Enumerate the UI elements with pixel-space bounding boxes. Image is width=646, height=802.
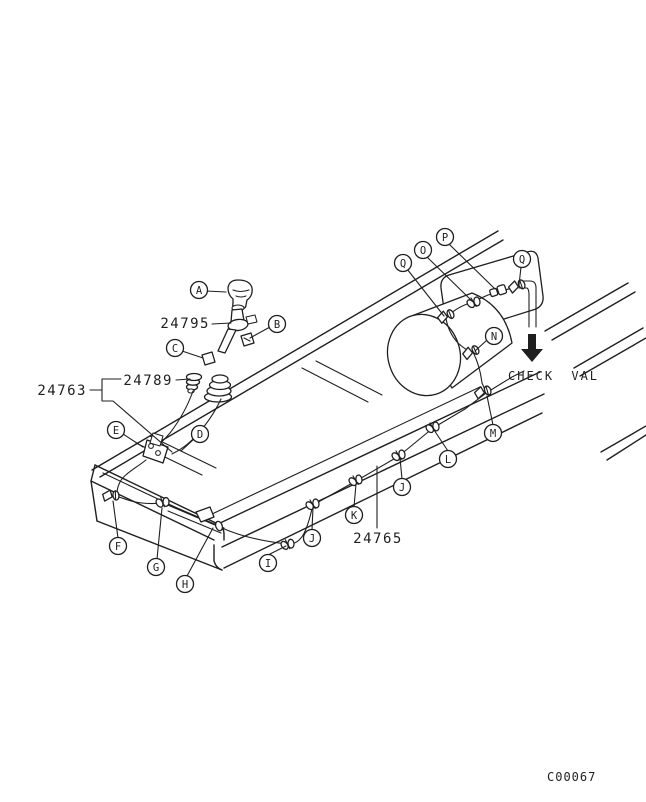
svg-text:A: A bbox=[196, 285, 203, 297]
tank-front-face bbox=[386, 313, 462, 397]
figure-code: C00067 bbox=[547, 770, 596, 784]
svg-text:E: E bbox=[113, 425, 119, 437]
label-24763: 24763 bbox=[37, 383, 87, 399]
shift-lever-assembly bbox=[185, 279, 258, 403]
clip-f bbox=[101, 488, 121, 503]
svg-text:H: H bbox=[182, 579, 188, 591]
clamp-c bbox=[201, 351, 216, 366]
callout-B: B bbox=[267, 314, 287, 334]
check-valve-arrow bbox=[521, 334, 543, 362]
clip-j2 bbox=[389, 446, 409, 465]
grommet-24789 bbox=[185, 372, 203, 394]
check-valve-pipe bbox=[518, 280, 537, 328]
svg-text:J: J bbox=[309, 533, 315, 545]
pipe-clips bbox=[101, 276, 527, 553]
svg-text:M: M bbox=[490, 428, 496, 440]
svg-text:P: P bbox=[442, 232, 448, 244]
callout-M: M bbox=[483, 423, 503, 443]
svg-text:O: O bbox=[420, 245, 426, 257]
callout-P: P bbox=[435, 227, 455, 247]
svg-text:G: G bbox=[153, 562, 159, 574]
check-valve-label: CHECK VAL bbox=[508, 369, 599, 383]
callout-Q1: Q bbox=[393, 253, 413, 273]
callout-leaders bbox=[112, 243, 522, 577]
svg-text:F: F bbox=[115, 541, 121, 553]
label-24795: 24795 bbox=[160, 316, 210, 332]
bracket-e bbox=[142, 432, 169, 464]
callout-I: I bbox=[258, 553, 278, 573]
svg-text:Q: Q bbox=[519, 254, 525, 266]
callout-L: L bbox=[438, 449, 458, 469]
svg-text:Q: Q bbox=[400, 258, 406, 270]
label-24789: 24789 bbox=[123, 373, 173, 389]
bracket-h bbox=[195, 506, 224, 532]
shift-knob bbox=[227, 279, 253, 310]
callout-H: H bbox=[175, 574, 195, 594]
svg-text:L: L bbox=[445, 454, 451, 466]
union-p bbox=[489, 284, 508, 298]
label-24765: 24765 bbox=[353, 531, 403, 547]
label-24763-bracket bbox=[89, 378, 173, 453]
callout-O: O bbox=[413, 240, 433, 260]
callout-K: K bbox=[344, 505, 364, 525]
callout-A: A bbox=[189, 280, 209, 300]
callout-E: E bbox=[106, 420, 126, 440]
svg-text:K: K bbox=[351, 510, 358, 522]
svg-text:I: I bbox=[265, 558, 271, 570]
callout-C: C bbox=[165, 338, 185, 358]
callout-F: F bbox=[108, 536, 128, 556]
cable-from-boot bbox=[171, 398, 222, 455]
svg-text:D: D bbox=[197, 429, 203, 441]
svg-text:J: J bbox=[399, 482, 405, 494]
fuel-pipe-24765 bbox=[116, 370, 525, 545]
callout-N: N bbox=[484, 326, 504, 346]
svg-text:C: C bbox=[172, 343, 178, 355]
svg-text:B: B bbox=[274, 319, 280, 331]
callout-Q2: Q bbox=[512, 249, 532, 269]
callout-G: G bbox=[146, 557, 166, 577]
callouts: A B C D E F G H bbox=[106, 227, 532, 594]
lever-boot bbox=[203, 374, 233, 403]
callout-D: D bbox=[190, 424, 210, 444]
callout-J1: J bbox=[302, 528, 322, 548]
clip-m bbox=[472, 383, 493, 401]
svg-text:N: N bbox=[491, 331, 497, 343]
chassis-frame bbox=[90, 230, 646, 571]
part-labels: 24795 24789 24763 24765 CHECK VAL C00067 bbox=[37, 316, 599, 784]
callout-J2: J bbox=[392, 477, 412, 497]
